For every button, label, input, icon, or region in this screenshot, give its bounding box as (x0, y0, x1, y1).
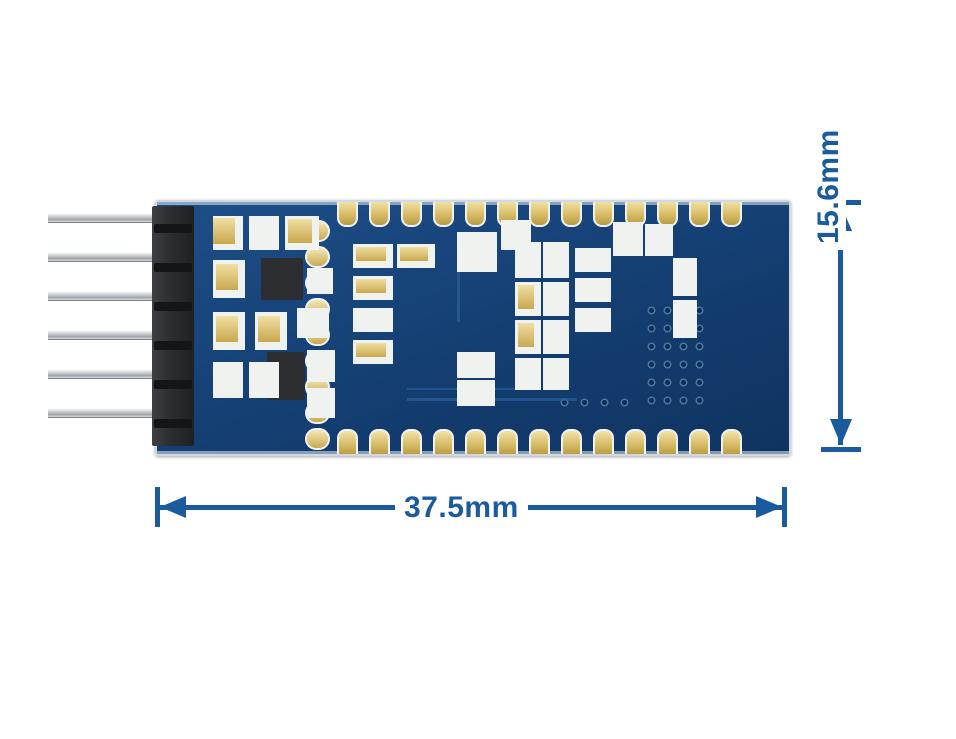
pcb-trace (457, 262, 460, 322)
header-pin (48, 252, 183, 262)
header-pin (48, 369, 183, 379)
dim-tick-right (782, 487, 787, 527)
dim-line-vertical (838, 205, 843, 445)
dimension-width-label: 37.5mm (395, 491, 528, 525)
pin-header-body (152, 206, 194, 446)
header-pin (48, 213, 183, 223)
header-pin (48, 408, 183, 418)
dimension-height-label: 15.6mm (812, 123, 846, 250)
header-pin (48, 291, 183, 301)
dim-arrow-left (160, 496, 186, 518)
header-pin (48, 330, 183, 340)
dim-arrow-down (830, 419, 852, 445)
dim-tick-bottom (821, 447, 861, 452)
dim-tick-left (155, 487, 160, 527)
bluetooth-module-pcb: CC2541 F256 TI 91J PEJT 04 (155, 200, 791, 456)
dim-arrow-right (756, 496, 782, 518)
